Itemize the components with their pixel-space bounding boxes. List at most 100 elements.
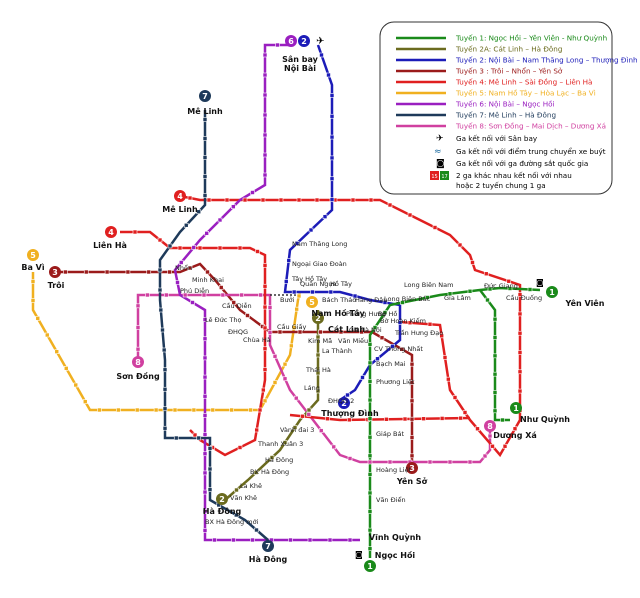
station-marker xyxy=(328,289,334,295)
station-marker xyxy=(231,537,236,543)
station-marker xyxy=(402,416,408,422)
station-marker xyxy=(202,393,208,399)
station-long-bien-bac: Long Biên Bắc xyxy=(384,294,431,303)
airplane-icon: ✈ xyxy=(316,36,324,47)
terminal-badge-8-east: 8 xyxy=(484,420,496,432)
station-dhqg2: ĐHQG 2 xyxy=(328,397,354,405)
station-marker xyxy=(367,509,373,514)
station-marker xyxy=(467,459,473,465)
label-san-bay: Sân bay xyxy=(282,55,319,64)
station-marker xyxy=(447,459,453,465)
station-marker xyxy=(289,343,294,349)
station-marker xyxy=(307,537,313,543)
station-marker xyxy=(427,321,433,327)
station-marker xyxy=(338,329,344,335)
station-marker xyxy=(282,376,288,382)
station-bach-thao: Bách Thảo xyxy=(322,296,356,304)
station-marker xyxy=(409,453,415,459)
station-marker xyxy=(157,287,163,293)
svg-text:6: 6 xyxy=(288,37,294,46)
station-marker xyxy=(267,330,273,335)
station-marker xyxy=(224,197,230,203)
station-marker xyxy=(315,334,321,340)
station-marker xyxy=(329,113,335,119)
station-marker xyxy=(379,335,385,341)
station-minh-khai: Minh Khai xyxy=(192,276,224,284)
station-marker xyxy=(492,316,498,322)
station-marker xyxy=(207,446,213,451)
station-marker xyxy=(367,341,373,347)
station-marker xyxy=(397,320,403,325)
station-cv-thong-nhat: CV Thống Nhất xyxy=(374,345,423,353)
station-marker xyxy=(262,398,268,404)
station-marker xyxy=(447,291,453,297)
station-marker xyxy=(262,304,268,310)
station-marker xyxy=(310,289,315,295)
label-me-linh-mid: Mê Linh xyxy=(162,204,198,214)
station-marker xyxy=(293,395,299,401)
station-marker xyxy=(157,237,163,243)
legend-line-2A-label: Tuyến 2A: Cát Linh – Hà Đông xyxy=(455,45,562,54)
station-marker xyxy=(306,412,312,417)
terminal-badge-7-top: 7 xyxy=(199,90,211,102)
station-marker xyxy=(135,346,141,352)
label-ngoc-hoi: Ngọc Hồi xyxy=(375,550,416,560)
station-marker xyxy=(231,300,237,305)
station-marker xyxy=(387,459,393,465)
station-marker xyxy=(262,152,268,158)
station-marker xyxy=(329,197,335,202)
station-marker xyxy=(30,298,36,303)
station-marker xyxy=(104,269,110,275)
station-marker xyxy=(202,432,208,437)
label-ha-dong-2a: Hà Đông xyxy=(203,506,242,516)
station-marker xyxy=(467,288,473,294)
station-marker xyxy=(201,292,207,298)
station-long-bien-nam: Long Biên Nam xyxy=(404,281,453,289)
station-marker xyxy=(482,453,488,459)
svg-text:8: 8 xyxy=(135,358,141,367)
station-marker xyxy=(318,329,323,335)
station-marker xyxy=(347,537,353,543)
station-marker xyxy=(409,416,415,422)
terminal-badge-4-west: 4 xyxy=(105,226,117,238)
station-marker xyxy=(384,416,389,422)
station-marker xyxy=(347,456,353,461)
legend-box xyxy=(379,21,613,195)
station-marker xyxy=(262,92,268,98)
station-marker xyxy=(262,346,268,352)
station-marker xyxy=(248,407,253,413)
station-marker xyxy=(97,407,102,413)
station-marker xyxy=(368,197,374,203)
legend-transfer-2: hoặc 2 tuyến chung 1 ga xyxy=(456,181,546,190)
station-marker xyxy=(202,508,208,514)
station-marker xyxy=(367,416,373,421)
station-marker xyxy=(277,329,283,335)
station-marker xyxy=(492,390,498,395)
legend: Tuyến 1: Ngọc Hồi – Yên Viên - Như Quỳnh… xyxy=(379,21,638,195)
station-marker xyxy=(202,451,208,457)
station-marker xyxy=(409,435,415,440)
station-marker xyxy=(367,379,373,384)
station-bx-ha-dong-moi: BX Hà Đông mới xyxy=(205,518,259,526)
station-marker xyxy=(202,413,208,418)
station-marker xyxy=(178,260,184,265)
station-marker xyxy=(487,286,493,292)
legend-transfer-1: 2 ga khác nhau kết nối với nhau xyxy=(456,171,572,180)
station-marker xyxy=(237,445,243,450)
station-marker xyxy=(145,292,150,298)
station-marker xyxy=(470,260,475,265)
station-bach-mai: Bạch Mai xyxy=(376,360,406,368)
station-marker xyxy=(272,380,278,385)
station-marker xyxy=(329,155,335,161)
transfer-num-b: 17 xyxy=(441,174,447,180)
station-marker xyxy=(331,444,337,450)
terminal-badge-2-top: 2 xyxy=(298,35,310,47)
station-marker xyxy=(202,470,208,476)
station-marker xyxy=(83,269,89,275)
station-marker xyxy=(202,374,208,380)
station-marker xyxy=(257,407,263,413)
rail-icon: ◙ xyxy=(355,550,363,559)
station-marker xyxy=(237,245,243,251)
station-marker xyxy=(372,325,378,330)
